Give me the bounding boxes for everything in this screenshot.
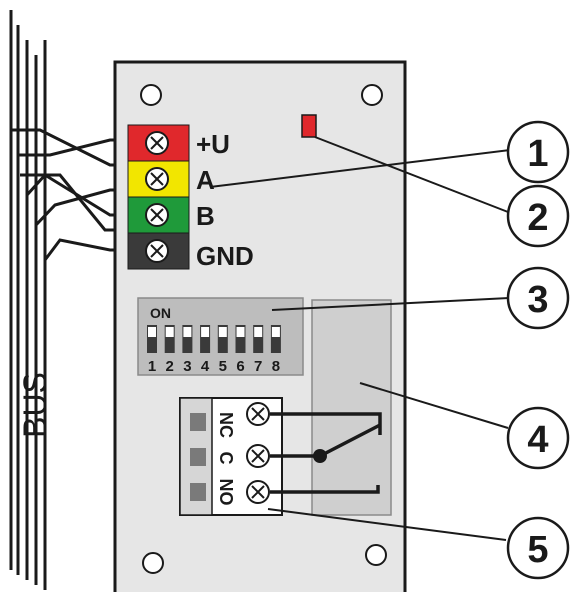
callout-leaders xyxy=(209,136,511,541)
terminal-label-gnd: GND xyxy=(196,241,254,271)
relay-pivot xyxy=(313,449,327,463)
dip-switch-knob xyxy=(165,327,174,337)
callout-number-2: 2 xyxy=(527,197,548,239)
callout-circle-3 xyxy=(506,266,570,330)
callout-number-4: 4 xyxy=(527,419,548,461)
dip-switch-number: 4 xyxy=(201,358,210,375)
dip-switch-number: 8 xyxy=(272,358,280,375)
mounting-hole-top-left xyxy=(140,84,162,106)
bus-label: BUS xyxy=(17,372,53,438)
dip-switch-number: 5 xyxy=(219,358,227,375)
relay-slot xyxy=(190,483,206,501)
callout-number-5: 5 xyxy=(527,529,548,571)
relay-label-nc: NC xyxy=(216,412,236,438)
dip-switch-key xyxy=(164,325,175,353)
relay-slot xyxy=(190,448,206,466)
dip-switch-key xyxy=(147,325,157,353)
callouts: 1 2 3 4 5 xyxy=(506,120,570,580)
callout-circle-4 xyxy=(506,406,570,470)
dip-switch-key xyxy=(270,325,281,353)
terminal-wires xyxy=(11,128,130,261)
callout-number-1: 1 xyxy=(527,133,548,175)
callout-circle-5 xyxy=(506,516,570,580)
dip-switch-key xyxy=(217,325,228,353)
callout-circle-1 xyxy=(506,120,570,184)
dip-switch-knob xyxy=(254,327,263,337)
terminal-label-plus-u: +U xyxy=(196,129,230,159)
dip-switch-on-label: ON xyxy=(150,305,171,321)
terminal-plus-u-block xyxy=(127,124,190,162)
dip-switch-number: 2 xyxy=(166,358,174,375)
callout-circle-2 xyxy=(506,184,570,248)
dip-switch-knob xyxy=(236,327,245,337)
mounting-hole-bottom-right xyxy=(365,544,387,566)
dip-switch-key xyxy=(235,325,246,353)
dip-switch-knob xyxy=(218,327,227,337)
dip-switch-key xyxy=(253,325,264,353)
terminal-block: +U A B GND xyxy=(127,124,254,271)
dip-switch-knob xyxy=(271,327,280,337)
dip-switch-knob xyxy=(201,327,210,337)
dip-switch-key xyxy=(200,325,211,353)
dip-switch-number: 1 xyxy=(148,358,156,375)
mounting-holes xyxy=(140,84,387,574)
dip-switch-keys xyxy=(147,325,281,353)
terminal-label-a: A xyxy=(196,165,215,195)
dip-switch-knob xyxy=(148,327,156,337)
relay-label-c: C xyxy=(216,452,236,465)
bus-label-group: BUS xyxy=(17,372,53,438)
status-led xyxy=(301,114,317,138)
dip-switch-number: 3 xyxy=(183,358,191,375)
callout-number-3: 3 xyxy=(527,279,548,321)
dip-switch-number: 7 xyxy=(254,358,262,375)
terminal-label-b: B xyxy=(196,201,215,231)
dip-switch-number: 6 xyxy=(236,358,244,375)
mounting-hole-top-right xyxy=(361,84,383,106)
mounting-hole-bottom-left xyxy=(142,552,164,574)
relay-label-no: NO xyxy=(216,479,236,506)
relay-terminal-block: NC C NO xyxy=(179,397,283,516)
relay-area xyxy=(311,299,392,516)
bus-wires xyxy=(9,10,47,590)
dip-switch-key xyxy=(182,325,193,353)
dip-switch-knob xyxy=(183,327,192,337)
relay-slot xyxy=(190,413,206,431)
